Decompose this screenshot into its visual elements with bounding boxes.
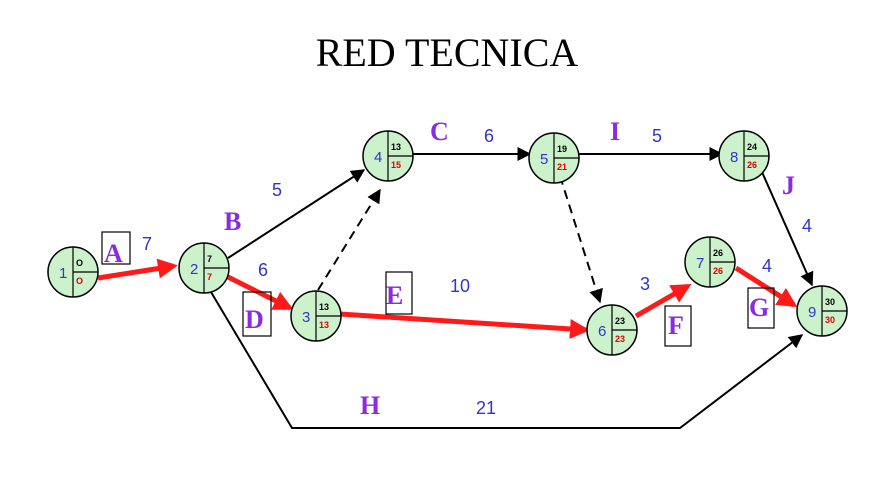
node-early-start: 13 (319, 302, 329, 312)
arrow-g (734, 265, 798, 308)
node-late-finish: 23 (615, 334, 625, 344)
node-4: 4 13 15 (362, 130, 414, 182)
activity-h: H 21 (360, 391, 496, 420)
activity-duration: 4 (762, 256, 772, 276)
node-6: 6 23 23 (586, 304, 638, 356)
page-title: RED TECNICA (316, 30, 579, 75)
node-early-start: 24 (747, 142, 757, 152)
node-number: 6 (598, 323, 606, 340)
activity-label: C (430, 117, 449, 146)
activity-label: E (386, 281, 403, 310)
node-late-finish: 15 (391, 160, 401, 170)
node-early-start: 13 (391, 142, 401, 152)
node-late-finish: 7 (207, 272, 212, 282)
node-late-finish: 13 (319, 320, 329, 330)
node-number: 1 (59, 265, 67, 282)
arrow-b (227, 169, 366, 259)
node-number: 2 (190, 261, 198, 278)
node-number: 9 (808, 304, 816, 321)
node-5: 5 19 21 (528, 132, 580, 184)
arrow-dummy-3-4 (317, 188, 381, 291)
activity-duration: 7 (142, 234, 152, 254)
node-number: 3 (302, 309, 310, 326)
node-number: 5 (540, 151, 548, 168)
activity-duration: 4 (802, 216, 812, 236)
node-late-finish: 21 (557, 162, 567, 172)
activity-a: A 7 (101, 231, 152, 268)
node-number: 7 (696, 255, 704, 272)
activity-i: I 5 (610, 117, 662, 146)
arrow-j (761, 171, 814, 287)
activity-b: B 5 (224, 180, 282, 236)
node-late-finish: 30 (825, 315, 835, 325)
node-late-finish: O (76, 276, 83, 286)
activity-duration: 6 (258, 260, 268, 280)
node-number: 4 (374, 149, 382, 166)
activity-g: G 4 (747, 256, 775, 329)
arrow-e (339, 311, 590, 339)
node-7: 7 26 26 (684, 236, 736, 288)
arrow-f (634, 283, 692, 319)
activity-label: G (749, 293, 769, 322)
node-1: 1OO (47, 246, 99, 298)
activity-f: F 3 (640, 274, 692, 347)
node-3: 3 13 13 (290, 290, 342, 342)
node-early-start: 30 (825, 297, 835, 307)
node-early-start: 23 (615, 316, 625, 326)
activity-label: H (360, 391, 380, 420)
activity-label: B (224, 207, 241, 236)
node-early-start: 26 (713, 248, 723, 258)
activity-label: I (610, 117, 620, 146)
activity-duration: 21 (476, 398, 496, 418)
activity-duration: 10 (450, 276, 470, 296)
node-late-finish: 26 (713, 266, 723, 276)
activity-e: E 10 (385, 271, 470, 315)
node-early-start: O (76, 258, 83, 268)
activity-label: F (668, 311, 684, 340)
activity-label: D (245, 305, 264, 334)
activity-label: J (782, 171, 795, 200)
activity-d: D 6 (242, 260, 272, 337)
node-late-finish: 26 (747, 160, 757, 170)
arrow-h (207, 286, 804, 429)
node-early-start: 7 (207, 254, 212, 264)
activity-duration: 5 (272, 180, 282, 200)
node-9: 9 30 30 (796, 285, 848, 337)
activity-c: C 6 (430, 117, 494, 146)
node-2: 27 7 (178, 242, 230, 294)
activity-label: A (104, 239, 123, 268)
activity-duration: 5 (652, 126, 662, 146)
activity-duration: 3 (640, 274, 650, 294)
node-number: 8 (730, 149, 738, 166)
arrow-dummy-5-6 (559, 175, 603, 304)
activity-j: J 4 (782, 171, 812, 236)
node-early-start: 19 (557, 144, 567, 154)
arrow-a (97, 258, 178, 281)
activity-duration: 6 (484, 126, 494, 146)
node-8: 8 24 26 (718, 130, 770, 182)
